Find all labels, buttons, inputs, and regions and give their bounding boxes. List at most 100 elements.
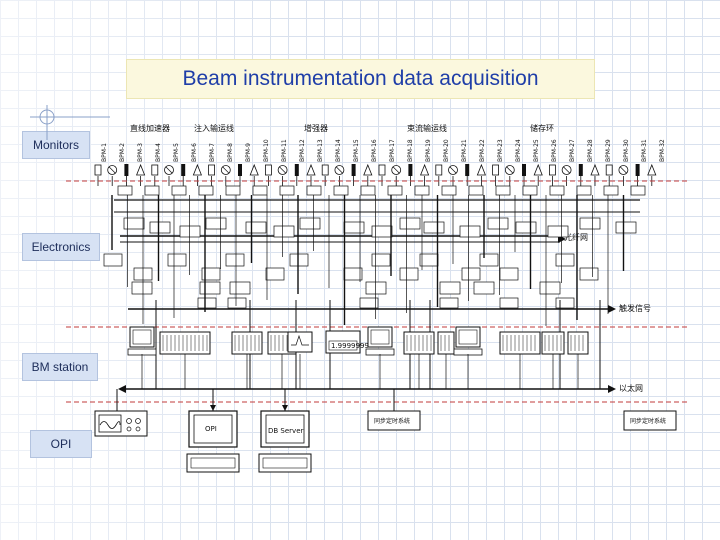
monitor-symbol: [635, 164, 640, 186]
electronics-box: [117, 185, 133, 196]
electronics-box: [487, 217, 509, 230]
electronics-box: [630, 185, 646, 196]
electronics-box: [197, 297, 217, 309]
device-label: BPM-11: [281, 139, 288, 162]
electronics-box: [343, 221, 365, 234]
device-label: BPM-12: [299, 139, 306, 162]
electronics-box: [468, 185, 484, 196]
electronics-box: [365, 281, 387, 295]
bm-stations: [127, 326, 589, 389]
electronics-box: [273, 225, 295, 238]
electronics-box: [461, 267, 481, 281]
bm-station-unit: [403, 331, 435, 389]
monitor-symbol: [136, 163, 146, 186]
device-label: BPM-13: [317, 139, 324, 162]
monitor-symbol: [351, 164, 356, 186]
electronics-box: [167, 253, 187, 267]
monitor-symbol: [448, 165, 458, 186]
monitor-symbol: [363, 163, 373, 186]
electronics-box: [359, 297, 379, 309]
electronics-box: [579, 217, 601, 230]
monitor-symbol: [181, 164, 186, 186]
electronics-box: [555, 297, 575, 309]
electronics-box: [441, 185, 457, 196]
device-label: BPM-4: [155, 143, 162, 162]
monitor-symbol: [151, 164, 159, 186]
bm-station-unit: [231, 331, 263, 389]
electronics-box: [473, 281, 495, 295]
electronics-boxes: [103, 185, 646, 309]
section-headers: 直线加速器 注入输运线 增强器 束流输运线 储存环: [130, 123, 554, 133]
device-label: BPM-21: [461, 139, 468, 162]
electronics-box: [399, 217, 421, 230]
monitor-symbol: [321, 164, 329, 186]
electronics-box: [179, 225, 201, 238]
monitor-symbol: [647, 163, 657, 186]
bm-station-unit: [159, 331, 211, 389]
monitor-symbol: [249, 163, 259, 186]
monitor-symbol: [605, 164, 613, 186]
bus-lines: [114, 199, 640, 390]
monitor-symbol: [192, 163, 202, 186]
label-opi: OPI: [30, 430, 92, 458]
electronics-box: [547, 225, 569, 238]
electronics-box: [459, 225, 481, 238]
monitor-symbol: [590, 163, 600, 186]
monitor-symbol: [492, 164, 500, 186]
label-bm-station: BM station: [22, 353, 98, 381]
monitor-symbol: [164, 165, 174, 186]
section-header: 直线加速器: [130, 123, 170, 133]
monitor-symbol: [435, 164, 443, 186]
monitor-symbol: [420, 163, 430, 186]
electronics-box: [515, 221, 537, 234]
device-label: BPM-31: [641, 139, 648, 162]
electronics-box: [149, 221, 171, 234]
electronics-box: [522, 185, 538, 196]
opi-workstation-icon: OPI: [186, 389, 240, 473]
device-label: BPM-1: [101, 143, 108, 162]
counter-unit: 1.9999999: [325, 330, 369, 354]
monitor-symbol: [378, 164, 386, 186]
device-label: BPM-17: [389, 139, 396, 162]
monitor-symbol: [408, 164, 413, 186]
monitor-symbol: [208, 164, 216, 186]
electronics-box: [198, 185, 214, 196]
section-header: 束流输运线: [407, 123, 447, 133]
monitor-symbol: [264, 164, 272, 186]
monitor-symbol: [277, 165, 288, 186]
opi-screen-label: OPI: [205, 425, 217, 433]
monitor-symbol: [391, 165, 402, 186]
bm-station-unit: [127, 326, 157, 389]
decorative-crosshair: [30, 105, 110, 140]
device-label: BPM-18: [407, 139, 414, 162]
bm-station-unit: [365, 326, 395, 389]
electronics-box: [615, 221, 637, 234]
electronics-box: [439, 297, 459, 309]
electronics-box: [343, 267, 363, 281]
monitor-symbol: [238, 164, 242, 186]
device-label: BPM-7: [209, 143, 216, 162]
device-label: BPM-30: [623, 139, 630, 162]
ethernet-line-label: 以太网: [619, 383, 643, 393]
electronics-box: [360, 185, 376, 196]
monitor-symbols-row: [94, 163, 657, 186]
electronics-box: [199, 281, 221, 295]
bus-arrows: [118, 235, 616, 393]
monitor-symbol: [504, 165, 515, 186]
device-label: BPM-5: [173, 143, 180, 162]
db-server-label: DB Server: [268, 427, 303, 435]
electronics-box: [495, 185, 511, 196]
monitor-symbol: [107, 165, 118, 186]
monitor-symbol: [476, 163, 486, 186]
monitor-symbol: [124, 164, 129, 186]
device-label: BPM-10: [263, 139, 270, 162]
electronics-box: [279, 185, 295, 196]
bm-station-unit: [541, 331, 565, 389]
electronics-box: [289, 253, 309, 267]
electronics-box: [227, 297, 247, 309]
electronics-box: [225, 185, 241, 196]
monitor-symbol: [522, 164, 526, 186]
device-label: BPM-8: [227, 143, 234, 162]
